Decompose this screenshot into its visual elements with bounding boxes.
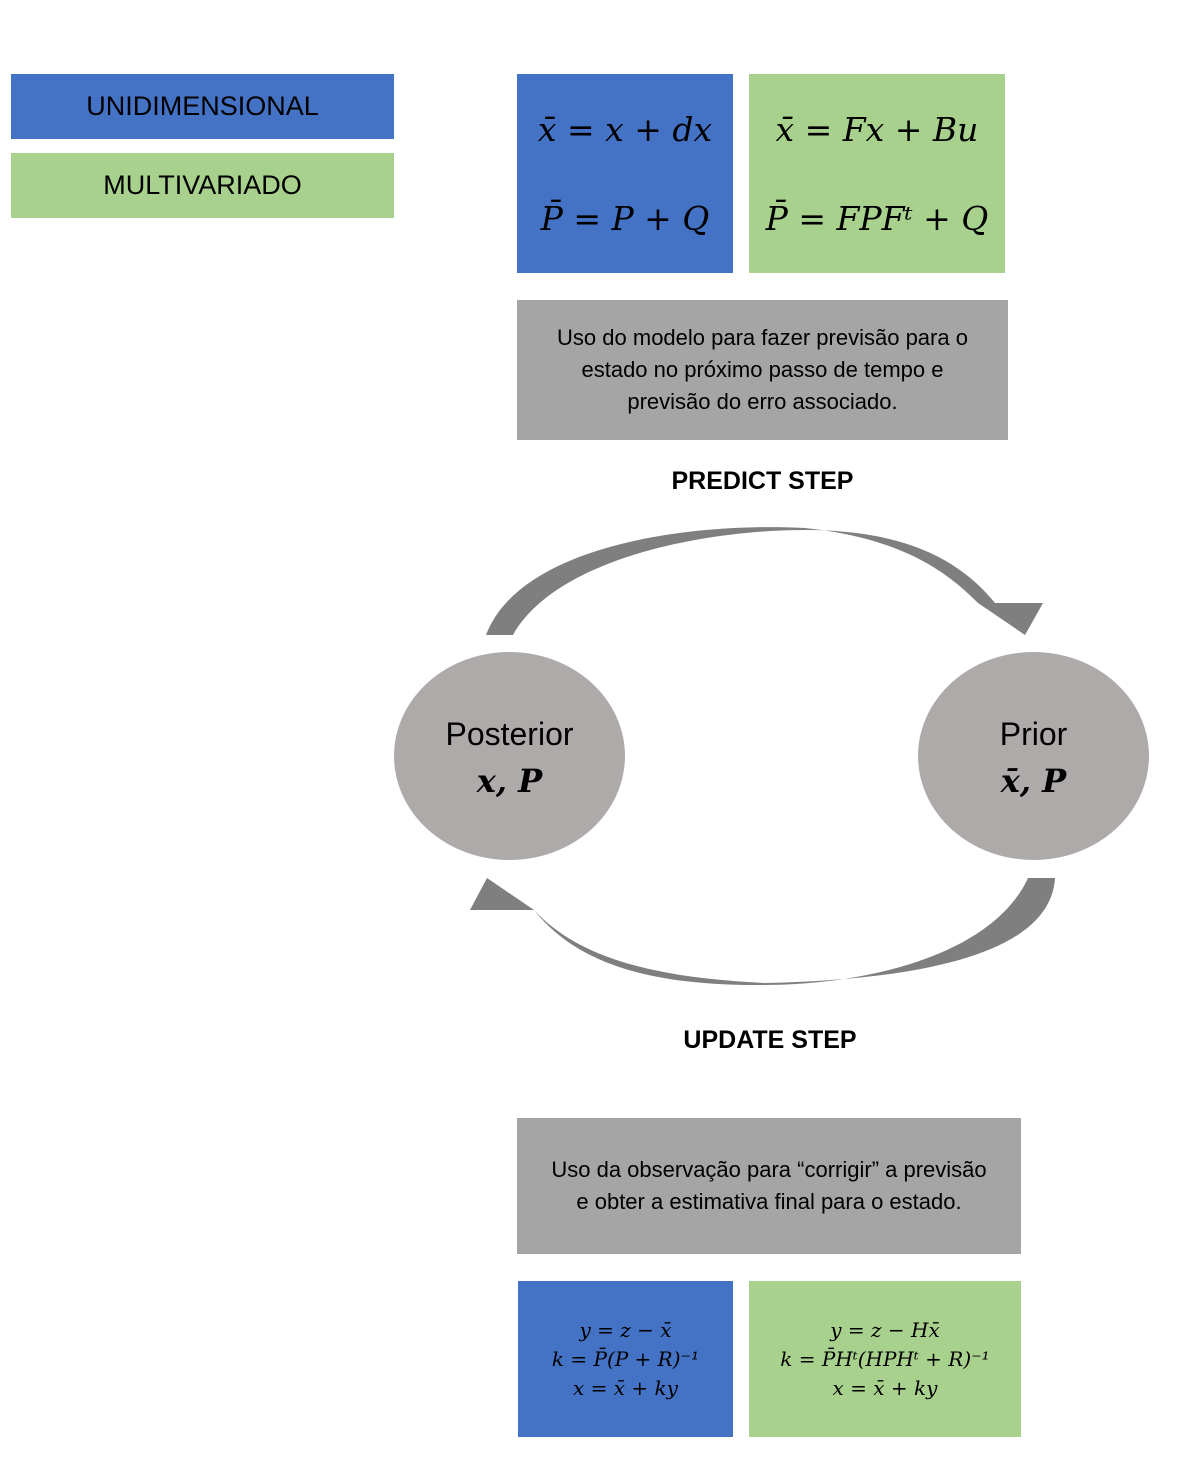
predict-uni-state-equation: x̄ = x + dx [537, 110, 713, 149]
predict-arrow [486, 527, 1043, 635]
prior-label: Prior [999, 716, 1068, 752]
update-multi-gain-equation: k = P̄Hᵗ(HPHᵗ + R)⁻¹ [780, 1346, 990, 1371]
update-multi-residual-equation: y = z − Hx̄ [830, 1317, 940, 1342]
update-multi-state-equation: x = x̄ + ky [832, 1375, 938, 1400]
predict-multi-state-equation: x̄ = Fx + Bu [775, 110, 979, 149]
legend-multivariado-label: MULTIVARIADO [103, 170, 302, 200]
predict-multivariado-equations: x̄ = Fx + Bu P̄ = FPFᵗ + Q [749, 74, 1005, 273]
prior-node: Prior x̄, P [918, 652, 1149, 860]
predict-uni-covariance-equation: P̄ = P + Q [540, 199, 710, 238]
update-uni-gain-equation: k = P̄(P + R)⁻¹ [551, 1346, 700, 1371]
legend-unidimensional: UNIDIMENSIONAL [11, 74, 394, 139]
posterior-variables: x, P [476, 762, 543, 800]
predict-multi-covariance-equation: P̄ = FPFᵗ + Q [765, 199, 989, 238]
prior-variables: x̄, P [1000, 762, 1067, 800]
legend-multivariado: MULTIVARIADO [11, 153, 394, 218]
update-step-label: UPDATE STEP [683, 1026, 857, 1054]
update-arrow [470, 878, 1055, 986]
predict-description: Uso do modelo para fazer previsão para o… [517, 300, 1008, 440]
posterior-label: Posterior [445, 716, 574, 752]
predict-step-label: PREDICT STEP [671, 467, 854, 495]
update-uni-state-equation: x = x̄ + ky [573, 1375, 678, 1400]
update-uni-residual-equation: y = z − x̄ [579, 1317, 672, 1342]
update-description: Uso da observação para “corrigir” a prev… [517, 1118, 1021, 1254]
update-unidimensional-equations: y = z − x̄ k = P̄(P + R)⁻¹ x = x̄ + ky [518, 1281, 733, 1437]
legend-unidimensional-label: UNIDIMENSIONAL [86, 91, 319, 121]
predict-unidimensional-equations: x̄ = x + dx P̄ = P + Q [517, 74, 733, 273]
update-multivariado-equations: y = z − Hx̄ k = P̄Hᵗ(HPHᵗ + R)⁻¹ x = x̄ … [749, 1281, 1021, 1437]
posterior-node: Posterior x, P [394, 652, 625, 860]
